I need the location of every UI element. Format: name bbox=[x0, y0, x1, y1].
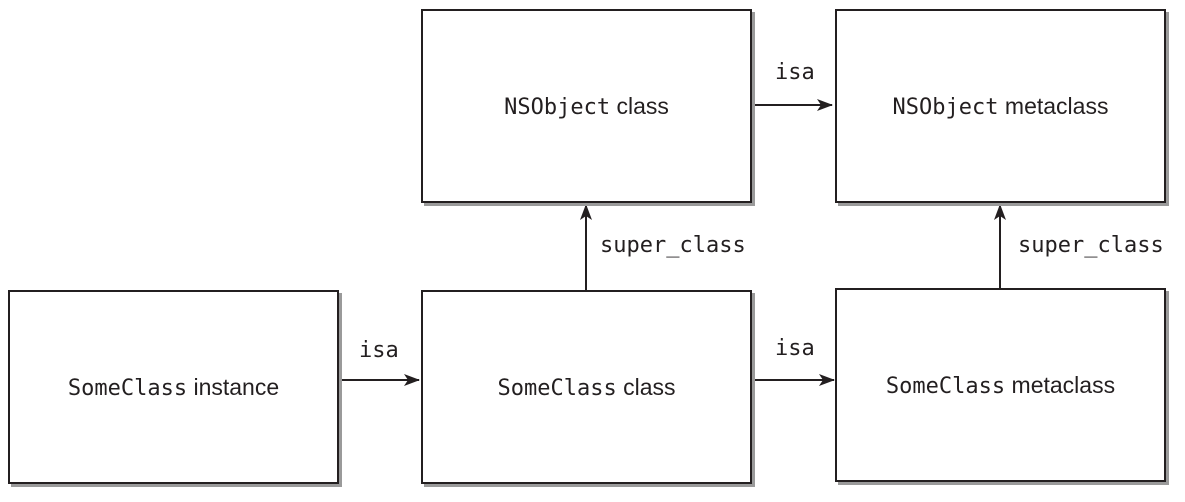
someclass-metaclass-box: SomeClass metaclass bbox=[835, 288, 1166, 482]
isa-label-nsobject: isa bbox=[775, 60, 815, 85]
someclass-metaclass-code: SomeClass bbox=[885, 373, 1006, 399]
nsobject-class-text: class bbox=[610, 92, 669, 119]
someclass-metaclass-text: metaclass bbox=[1005, 371, 1116, 398]
someclass-class-box: SomeClass class bbox=[421, 290, 752, 484]
someclass-class-code: SomeClass bbox=[497, 375, 617, 401]
super-class-label-metaclass: super_class bbox=[1018, 233, 1164, 258]
super-class-label-class: super_class bbox=[600, 233, 746, 258]
someclass-instance-text: instance bbox=[187, 373, 280, 400]
nsobject-metaclass-label: NSObject metaclass bbox=[893, 93, 1109, 120]
nsobject-metaclass-text: metaclass bbox=[998, 92, 1109, 119]
nsobject-class-code: NSObject bbox=[504, 94, 611, 120]
someclass-class-text: class bbox=[616, 373, 676, 400]
someclass-instance-box: SomeClass instance bbox=[8, 290, 339, 484]
nsobject-class-label: NSObject class bbox=[504, 93, 669, 120]
someclass-instance-label: SomeClass instance bbox=[68, 374, 279, 401]
isa-label-instance: isa bbox=[359, 338, 399, 363]
nsobject-metaclass-code: NSObject bbox=[892, 94, 999, 120]
someclass-class-label: SomeClass class bbox=[497, 374, 675, 401]
nsobject-metaclass-box: NSObject metaclass bbox=[835, 9, 1166, 203]
nsobject-class-box: NSObject class bbox=[421, 9, 752, 203]
someclass-metaclass-label: SomeClass metaclass bbox=[886, 372, 1115, 399]
isa-label-someclass: isa bbox=[775, 336, 815, 361]
someclass-instance-code: SomeClass bbox=[67, 375, 188, 401]
